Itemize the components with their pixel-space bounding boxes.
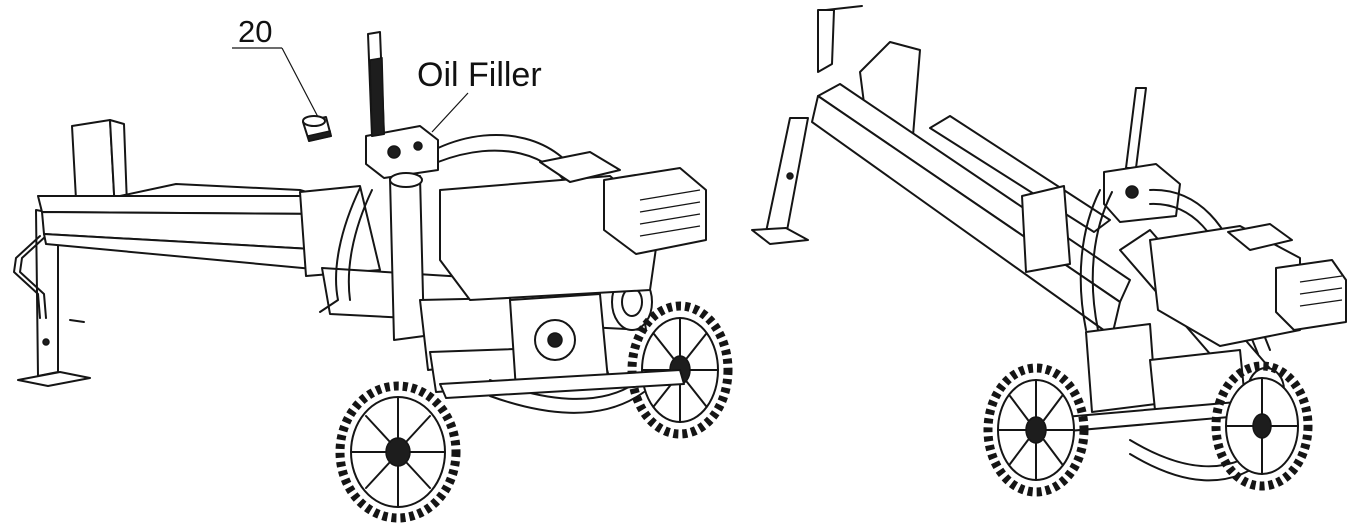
control-valve-2 (1103, 87, 1181, 223)
engine-air-filter (603, 167, 707, 255)
hydraulic-hose-left (319, 187, 361, 313)
push-plate-2 (1021, 185, 1071, 273)
push-plate (299, 185, 381, 277)
front-wheel-2 (983, 363, 1089, 497)
axle (439, 369, 685, 399)
part-number-leader (281, 47, 319, 118)
base-box-2 (1085, 323, 1157, 413)
engine-air-filter-2 (1275, 259, 1347, 331)
control-lever-2 (1125, 87, 1147, 169)
oil-filler-label: Oil Filler (417, 56, 542, 94)
oil-filler-cap (302, 115, 332, 142)
engine (439, 151, 707, 391)
main-beam (37, 183, 331, 271)
log-splitter-side-view: 20 Oil Filler (13, 14, 733, 523)
reservoir-tube (389, 175, 425, 341)
log-splitter-front-view (751, 5, 1347, 497)
control-valve (365, 31, 439, 179)
oil-filler-leader (431, 92, 469, 133)
stand-handle (13, 235, 41, 319)
stand-handle-2 (817, 9, 835, 73)
foot-stand (17, 209, 91, 387)
foot-stand-2 (751, 5, 863, 245)
rear-wheel-2 (1211, 361, 1313, 491)
engine-2 (1149, 223, 1347, 347)
part-number-label: 20 (238, 14, 272, 49)
front-wheel (335, 381, 461, 523)
